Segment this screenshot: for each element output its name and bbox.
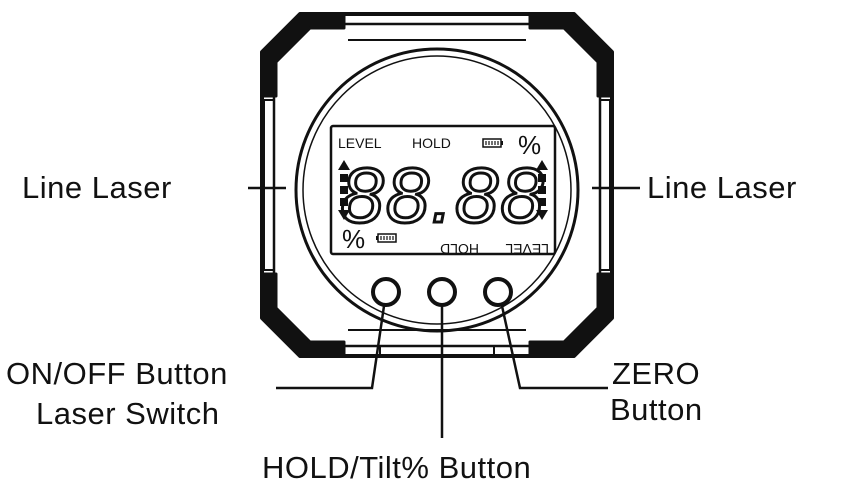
leader-onoff <box>276 305 386 390</box>
leader-zero <box>500 305 608 390</box>
onoff-button[interactable] <box>371 277 401 307</box>
battery-icon <box>376 233 397 243</box>
lcd-hold-bottom: HOLD <box>440 241 479 257</box>
up-arrow-icon <box>338 160 350 170</box>
face-ring-outer <box>294 47 580 333</box>
lcd-bottom-labels: LEVEL HOLD <box>440 241 549 257</box>
bar-segment-icon <box>340 174 348 182</box>
lcd-screen: LEVEL HOLD % 88.88 LEVEL HO <box>329 124 557 257</box>
lcd-frame <box>329 124 557 256</box>
callout-laser-switch: Laser Switch <box>36 396 220 431</box>
battery-icon <box>482 138 503 148</box>
bar-segment-icon <box>538 198 546 206</box>
callout-zero-button: Button <box>610 392 703 427</box>
corner-bumper-top-right <box>528 12 614 98</box>
callout-hold-tilt-button: HOLD/Tilt% Button <box>262 450 532 485</box>
leader-lines <box>248 186 640 438</box>
down-arrow-icon <box>536 210 548 220</box>
lcd-percent-bottom: % <box>342 224 365 254</box>
bar-segment-icon <box>340 198 348 206</box>
lcd-percent-top: % <box>518 130 541 160</box>
right-laser-window <box>599 99 611 271</box>
bar-segment-icon <box>340 186 348 194</box>
button-row <box>371 277 513 307</box>
face-ring-inner <box>302 55 572 325</box>
up-arrow-icon <box>536 160 548 170</box>
bottom-notch <box>379 346 495 356</box>
lcd-level-bottom: LEVEL <box>505 241 549 257</box>
corner-bumper-top-left <box>260 12 346 98</box>
left-level-indicator <box>338 160 350 220</box>
hold-tilt-button[interactable] <box>427 277 457 307</box>
zero-button[interactable] <box>483 277 513 307</box>
right-level-indicator <box>536 160 548 220</box>
callout-zero: ZERO <box>612 356 701 391</box>
device-housing <box>260 12 614 358</box>
corner-bumper-bottom-right <box>528 272 614 358</box>
corner-bumper-bottom-left <box>260 272 346 358</box>
callout-left-line-laser: Line Laser <box>22 170 172 205</box>
bar-segment-icon <box>538 186 546 194</box>
down-arrow-icon <box>338 210 350 220</box>
callout-onoff-button: ON/OFF Button <box>6 356 228 391</box>
lcd-digits: 88.88 <box>340 151 545 239</box>
lcd-hold-top: HOLD <box>412 135 451 151</box>
left-laser-window <box>263 99 275 271</box>
bar-segment-icon <box>538 174 546 182</box>
lcd-level-top: LEVEL <box>338 135 382 151</box>
callout-right-line-laser: Line Laser <box>647 170 797 205</box>
